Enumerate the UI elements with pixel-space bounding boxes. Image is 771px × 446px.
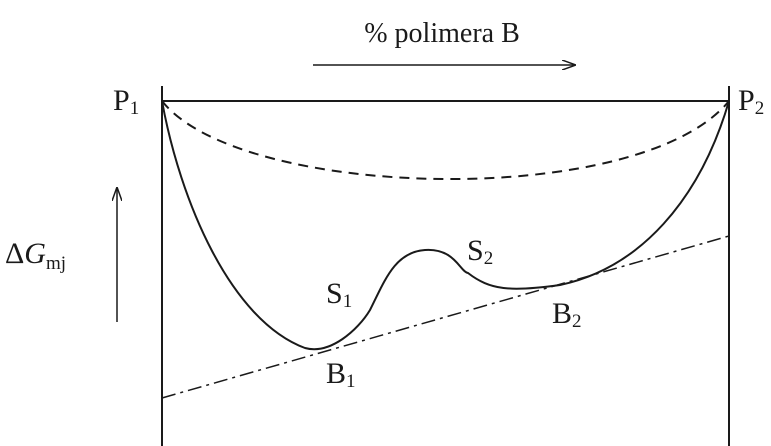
point-label-s1: S1 xyxy=(326,277,352,312)
point-label-s2: S2 xyxy=(467,234,493,269)
mj-subscript: mj xyxy=(46,253,66,274)
solid-free-energy-curve xyxy=(161,100,730,351)
composition-axis-label: % polimera B xyxy=(364,18,520,49)
point-label-b2: B2 xyxy=(552,297,582,332)
energy-axis-label: ΔGmj xyxy=(5,237,66,274)
point-label-b1: B1 xyxy=(326,357,356,392)
point-label-p1: P1 xyxy=(113,84,139,119)
point-label-p2: P2 xyxy=(738,84,764,119)
g-symbol: G xyxy=(24,237,46,270)
dashed-free-energy-curve xyxy=(161,100,730,180)
delta-symbol: Δ xyxy=(5,237,24,270)
common-tangent-line xyxy=(161,235,730,399)
